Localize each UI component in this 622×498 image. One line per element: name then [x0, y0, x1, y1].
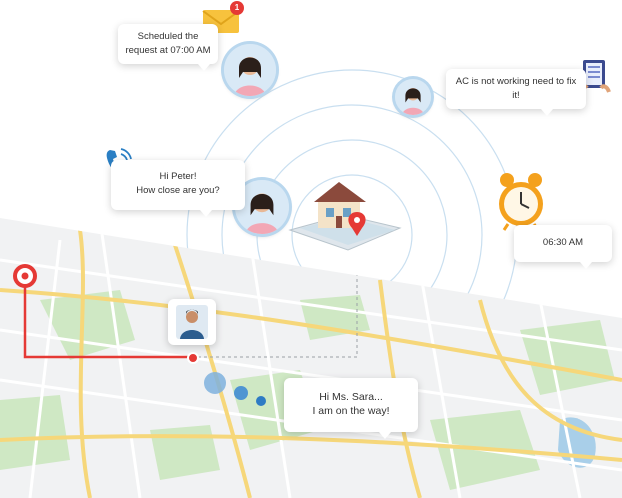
route-path — [23, 278, 192, 359]
house-location-icon — [288, 182, 402, 251]
start-marker — [13, 264, 37, 288]
bubble-tail — [541, 109, 553, 116]
bubble-tail — [580, 262, 592, 269]
hi-peter-line-1: Hi Peter! — [159, 171, 197, 182]
bubble-tail — [198, 64, 210, 71]
scheduled-line-1: Scheduled the — [137, 31, 199, 42]
on-the-way-bubble: Hi Ms. Sara... I am on the way! — [284, 378, 418, 432]
progress-dot-1 — [204, 372, 226, 394]
hi-peter-bubble: Hi Peter! How close are you? — [111, 160, 245, 210]
route-guide — [192, 250, 358, 358]
customer-avatar-1 — [224, 44, 276, 96]
scheduled-request-bubble: Scheduled the request at 07:00 AM — [118, 24, 218, 64]
time-bubble: 06:30 AM — [514, 225, 612, 262]
bubble-tail — [379, 432, 391, 439]
ac-line-2: it! — [512, 90, 520, 101]
hi-peter-line-2: How close are you? — [136, 185, 220, 196]
driver-avatar-card — [168, 299, 216, 345]
ac-line-1: AC is not working need to fix — [455, 76, 577, 87]
on-way-line-1: Hi Ms. Sara... — [319, 391, 383, 403]
driver-location-dot — [187, 352, 199, 364]
on-way-line-2: I am on the way! — [312, 405, 390, 417]
time-text: 06:30 AM — [542, 237, 584, 248]
progress-dot-2 — [234, 386, 248, 400]
progress-dot-3 — [256, 396, 266, 406]
ac-issue-bubble: AC is not working need to fix it! — [446, 69, 586, 109]
bubble-tail — [200, 210, 212, 217]
notification-badge: 1 — [230, 1, 244, 15]
customer-avatar-2 — [395, 79, 431, 115]
alarm-clock-icon — [496, 170, 546, 232]
scheduled-line-2: request at 07:00 AM — [125, 45, 211, 56]
